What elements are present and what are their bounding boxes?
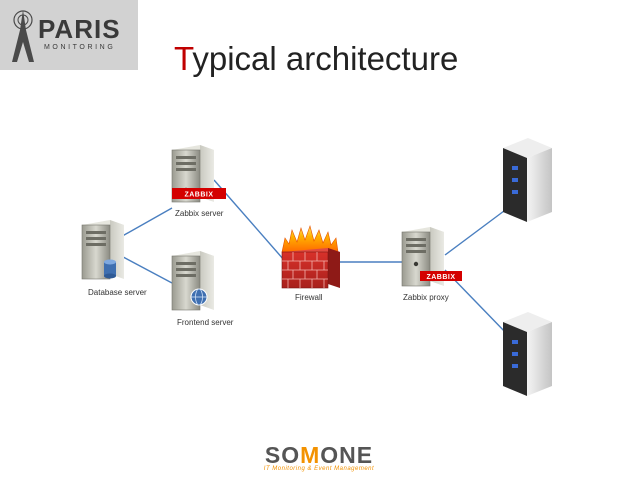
firewall-node: Firewall [281, 224, 340, 302]
brand-mid: M [300, 442, 321, 468]
zabbix-badge-text: ZABBIX [426, 274, 455, 281]
title-first-letter: T [174, 40, 193, 77]
somone-logo: SOMONE IT Monitoring & Event Management [254, 442, 384, 473]
firewall-icon [281, 224, 340, 289]
globe-icon [190, 288, 208, 306]
slide-title: Typical architecture [174, 40, 458, 78]
rack-server-icon [503, 312, 552, 396]
zabbix-badge [420, 271, 462, 281]
frontend-server-node: Frontend server [171, 251, 234, 327]
logo-subtitle: MONITORING [44, 44, 116, 51]
proxy-server-icon [401, 227, 444, 287]
rack-server-icon [503, 138, 552, 222]
database-server-icon [81, 220, 124, 280]
logo-word: PARIS [38, 14, 121, 44]
database-server-label: Database server [88, 288, 147, 297]
firewall-label: Firewall [295, 293, 323, 302]
monitored-server-bottom [503, 312, 552, 396]
brand-post: ONE [320, 442, 374, 468]
zabbix-badge [172, 188, 226, 199]
eiffel-tower-icon [12, 10, 34, 62]
brand-tagline: IT Monitoring & Event Management [263, 466, 375, 472]
database-cylinder-icon [104, 259, 116, 279]
zabbix-proxy-label: Zabbix proxy [403, 293, 449, 302]
frontend-server-label: Frontend server [177, 318, 234, 327]
flames [281, 224, 339, 253]
zabbix-server-node: ZABBIX Zabbix server [171, 145, 226, 218]
monitored-server-top [503, 138, 552, 222]
link-proxy-server-top [444, 207, 509, 256]
brand-pre: SO [264, 442, 301, 468]
zabbix-proxy-node: ZABBIX Zabbix proxy [401, 227, 462, 302]
frontend-server-icon [171, 251, 214, 311]
zabbix-badge-text: ZABBIX [184, 192, 213, 199]
title-rest: ypical architecture [192, 40, 459, 77]
zabbix-server-label: Zabbix server [175, 209, 224, 218]
paris-monitoring-logo: PARIS MONITORING [0, 0, 138, 70]
brand-name: SOMONE [254, 442, 384, 468]
database-server-node: Database server [81, 220, 147, 297]
